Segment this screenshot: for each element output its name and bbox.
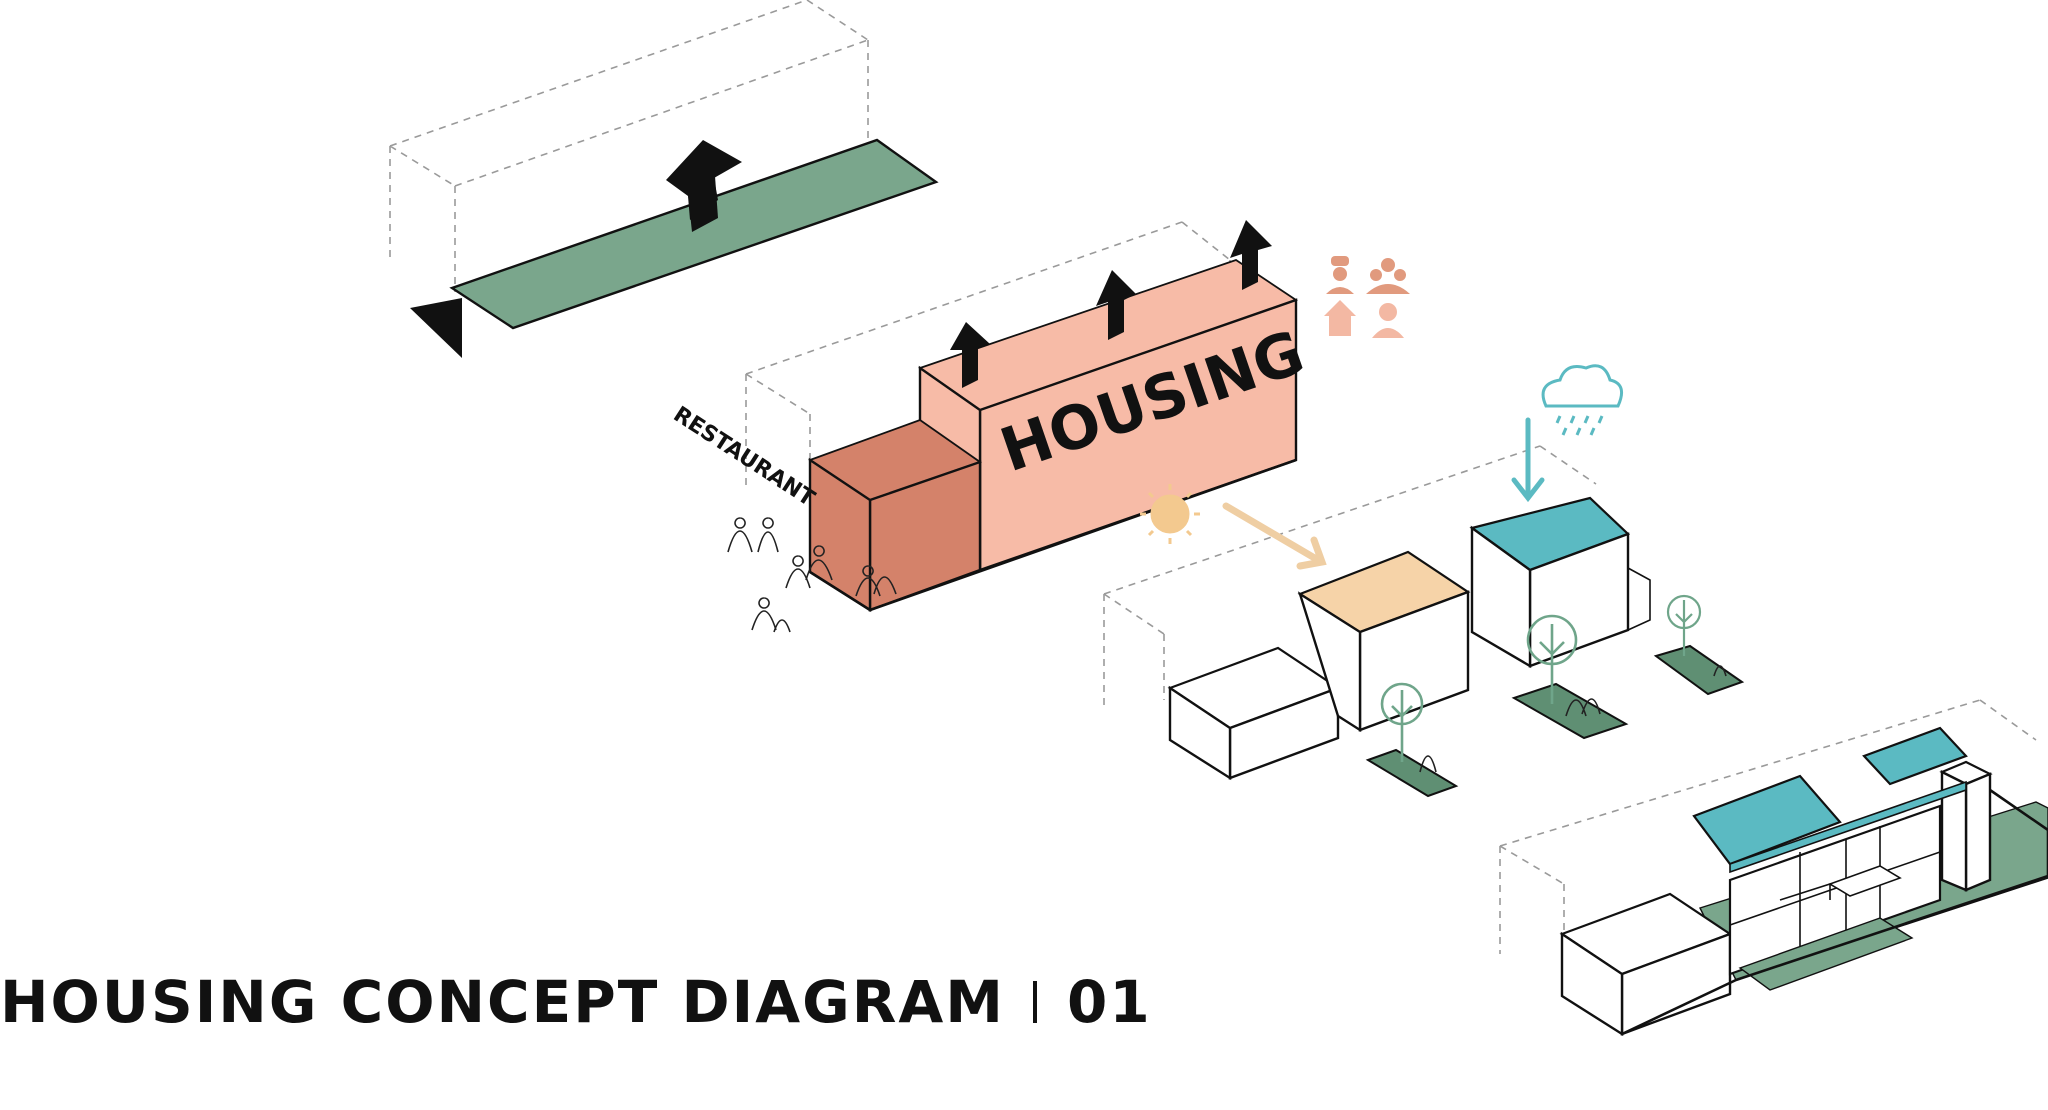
green-slab <box>449 138 939 330</box>
landscape-pad <box>1511 682 1629 740</box>
up-arrow-icon <box>1230 220 1272 290</box>
people-sketch-icon <box>727 517 897 633</box>
sun-arrow <box>1222 502 1327 570</box>
teal-roof <box>1862 726 1968 786</box>
up-arrow-icon <box>950 322 990 388</box>
tree-icon <box>1526 614 1578 704</box>
person-icon <box>1372 303 1404 338</box>
title-separator <box>1032 981 1037 1023</box>
stage-4-final-scheme <box>1499 699 2048 1037</box>
landscape-pad <box>1653 644 1745 696</box>
up-arrow-icon <box>1096 270 1136 340</box>
people-sketch-icon <box>1419 665 1727 773</box>
rain-cloud-icon <box>1541 364 1624 436</box>
rain-arrow <box>1511 417 1545 503</box>
house-icon <box>1324 300 1356 336</box>
cook-person-icon <box>1326 256 1354 294</box>
group-people-icon <box>1366 258 1410 294</box>
title-text: HOUSING CONCEPT DIAGRAM <box>0 968 1005 1036</box>
entry-triangle-icon <box>410 298 462 358</box>
title-number: 01 <box>1066 968 1152 1036</box>
restaurant-label: RESTAURANT <box>669 402 819 512</box>
teal-roof <box>1692 774 1842 866</box>
tree-icon <box>1666 594 1702 656</box>
tree-icon <box>1380 682 1424 762</box>
landscape-pad <box>1365 748 1459 798</box>
stage-3-climate-massing <box>1103 364 1745 798</box>
stage-2-program-blocks: HOUSING RESTAURANT <box>669 220 1410 633</box>
sun-icon <box>1140 484 1200 544</box>
page-title: HOUSING CONCEPT DIAGRAM 01 <box>0 962 1152 1042</box>
stage-1-green-slab <box>389 0 939 358</box>
up-arrow-icon <box>666 140 742 232</box>
